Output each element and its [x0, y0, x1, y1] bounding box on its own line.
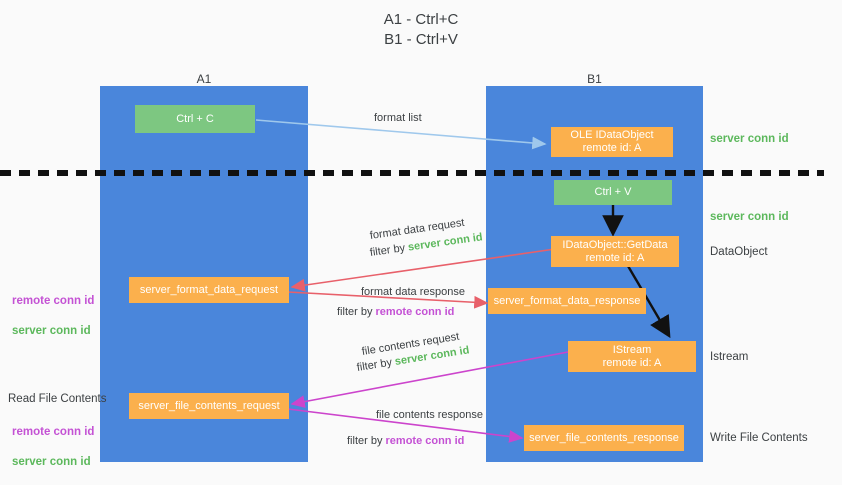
- edge-label-format-data-response: format data response: [361, 286, 465, 298]
- node-istream[interactable]: IStream remote id: A: [568, 341, 696, 372]
- diagram-title: A1 - Ctrl+C B1 - Ctrl+V: [383, 11, 459, 48]
- node-ole-idataobject[interactable]: OLE IDataObject remote id: A: [551, 127, 673, 157]
- filter-prefix: filter by: [355, 356, 396, 374]
- node-ctrl-c[interactable]: Ctrl + C: [135, 105, 255, 133]
- node-server-format-data-response[interactable]: server_format_data_response: [488, 288, 646, 314]
- edge-label-format-list: format list: [374, 112, 422, 124]
- column-header-a1-name: A1: [196, 72, 212, 86]
- node-server-file-contents-response[interactable]: server_file_contents_response: [524, 425, 684, 451]
- edge-label-format-data-response-filter: filter by remote conn id: [337, 305, 454, 320]
- left-label-server-conn-id-1: server conn id: [12, 325, 91, 337]
- right-label-dataobject: DataObject: [710, 246, 768, 258]
- column-header-b1-name: B1: [587, 72, 602, 86]
- left-label-conn-ids-format: remote conn id server conn id: [12, 279, 94, 354]
- left-label-server-conn-id-2: server conn id: [12, 456, 91, 468]
- edge-label-file-contents-response: file contents response: [376, 409, 484, 421]
- left-label-remote-conn-id-2: remote conn id: [12, 426, 95, 438]
- right-label-istream: Istream: [710, 351, 749, 363]
- left-label-remote-conn-id-1: remote conn id: [12, 295, 95, 307]
- right-label-server-conn-id-top: server conn id: [710, 133, 789, 145]
- node-server-file-contents-request[interactable]: server_file_contents_request: [129, 393, 289, 419]
- filter-prefix: filter by: [369, 241, 409, 259]
- node-server-format-data-request[interactable]: server_format_data_request: [129, 277, 289, 303]
- node-ctrl-v[interactable]: Ctrl + V: [554, 180, 672, 205]
- filter-key-remote-conn-id: remote conn id: [385, 435, 465, 447]
- filter-prefix: filter by: [347, 435, 386, 447]
- right-label-write-file-contents: Write File Contents: [710, 432, 808, 444]
- filter-key-remote-conn-id: remote conn id: [375, 306, 455, 318]
- left-label-conn-ids-file: remote conn id server conn id: [12, 410, 94, 485]
- edge-label-file-contents-response-filter: filter by remote conn id: [347, 434, 464, 449]
- right-label-server-conn-id-mid: server conn id: [710, 211, 789, 223]
- node-idataobject-getdata[interactable]: IDataObject::GetData remote id: A: [551, 236, 679, 267]
- filter-prefix: filter by: [337, 306, 376, 318]
- left-label-read-file-contents: Read File Contents: [8, 393, 107, 405]
